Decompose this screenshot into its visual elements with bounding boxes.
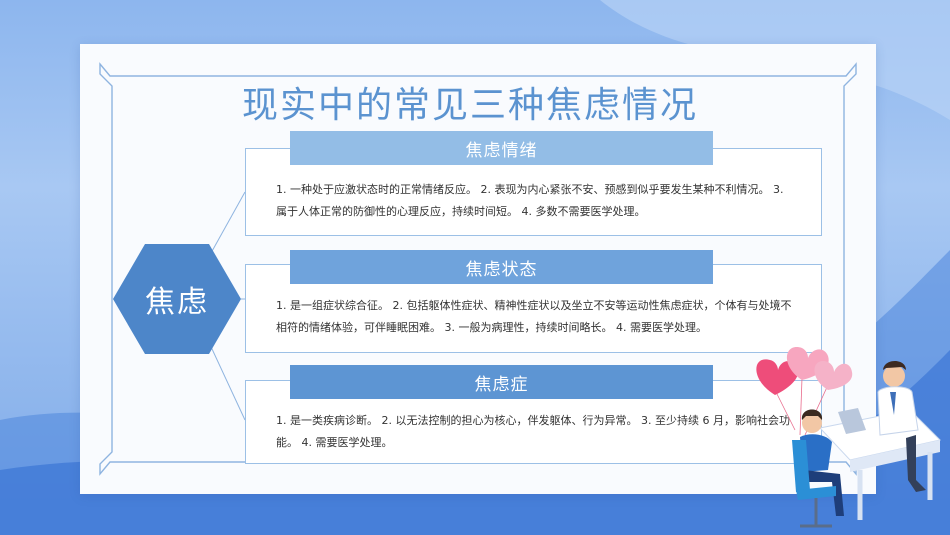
center-label: 焦虑 (145, 285, 209, 320)
section-label-emotion: 焦虑情绪 (290, 131, 713, 165)
patient-icon (800, 409, 844, 516)
page-title: 现实中的常见三种焦虑情况 (241, 85, 698, 126)
doctor-icon (877, 361, 926, 492)
section-text: 1. 是一组症状综合征。 2. 包括躯体性症状、精神性症状以及坐立不安等运动性焦… (276, 299, 792, 334)
section-label-state: 焦虑状态 (290, 250, 713, 284)
center-hexagon: 焦虑 (113, 244, 241, 354)
card-frame (99, 62, 857, 476)
laptop-icon (838, 408, 866, 434)
section-label-disorder: 焦虑症 (290, 365, 713, 399)
chair-icon (792, 440, 836, 528)
consultation-illustration (756, 347, 941, 528)
section-text: 1. 是一类疾病诊断。 2. 以无法控制的担心为核心，伴发躯体、行为异常。 3.… (276, 414, 790, 449)
heart-balloons-icon (756, 347, 853, 436)
section-text: 1. 一种处于应激状态时的正常情绪反应。 2. 表现为内心紧张不安、预感到似乎要… (276, 183, 784, 218)
